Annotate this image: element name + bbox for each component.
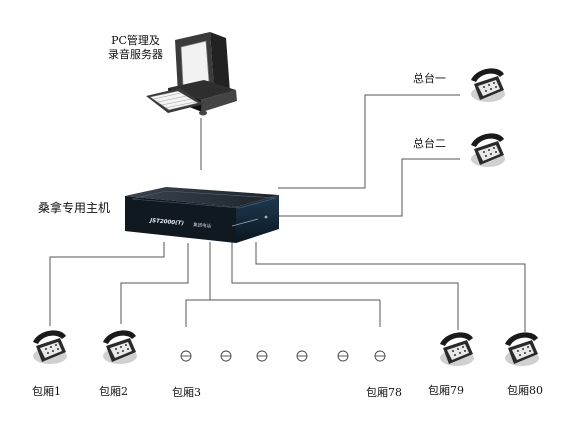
room1-label: 包厢1 [32,385,61,398]
console2-phone-icon [471,133,505,167]
terminal-icon [337,350,349,362]
pc-server-label-line2: 录音服务器 [108,48,163,61]
pc-computer-icon [146,32,237,116]
room78-terminal-icon [374,350,386,362]
room2-label: 包厢2 [99,385,128,398]
room80-phone-icon [505,332,539,366]
terminal-icon [220,350,232,362]
room2-phone-icon [103,330,137,364]
pc-server-label: PC管理及 录音服务器 [108,34,163,62]
room3-label: 包厢3 [172,386,201,399]
host-device-icon: JST2000(T) 集团电话 [125,187,279,243]
room3-terminal-icon [180,350,192,362]
host-model-label: JST2000(T) [149,218,184,227]
room1-phone-icon [33,330,67,364]
console2-label: 总台二 [413,137,446,150]
room78-label: 包厢78 [366,386,402,399]
room79-link [231,242,459,330]
console1-phone-icon [471,68,505,102]
terminal-icon [256,350,268,362]
connection-lines [49,94,526,332]
host-label: 桑拿专用主机 [38,201,111,215]
pc-server-label-line1: PC管理及 [111,34,160,47]
room1-link [49,242,165,326]
room2-link [120,243,189,324]
room80-label: 包厢80 [507,384,543,397]
console1-link [278,94,460,189]
room80-link [255,242,526,332]
terminal-symbols [180,350,386,362]
console1-label: 总台一 [413,72,446,85]
room79-label: 包厢79 [428,384,464,397]
room79-phone-icon [440,332,474,366]
terminal-icon [296,350,308,362]
room3-link [185,242,211,327]
console2-link [278,158,460,217]
host-caption-label: 集团电话 [193,221,212,230]
